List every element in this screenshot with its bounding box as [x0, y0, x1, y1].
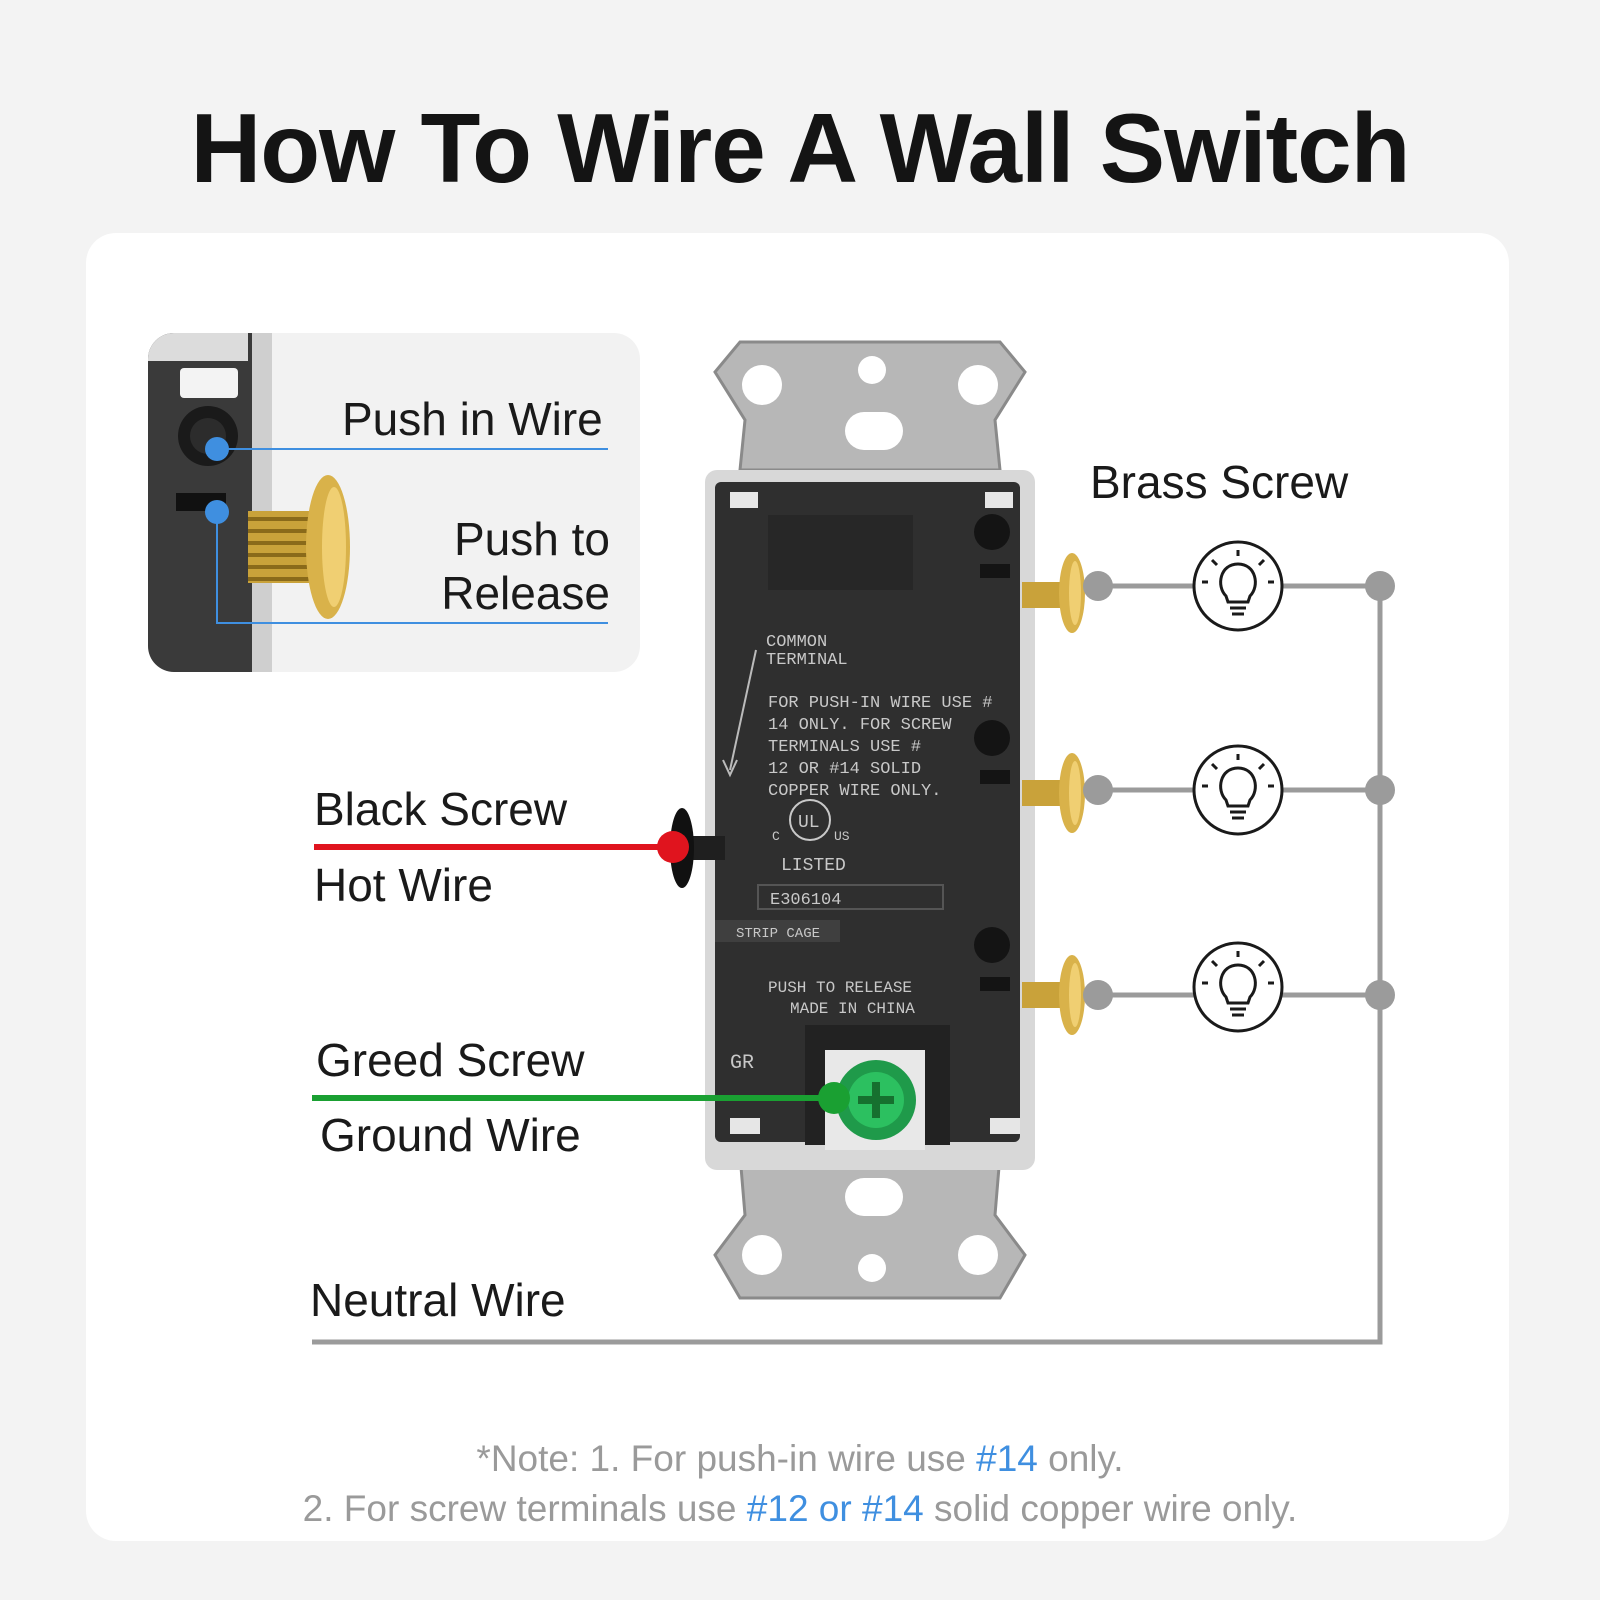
note-line-1-text: *Note: 1. For push-in wire use: [476, 1438, 977, 1479]
spec-text-1: FOR PUSH-IN WIRE USE #: [768, 694, 992, 713]
brass-screw-icon: [1022, 553, 1085, 633]
gr-text: GR: [730, 1052, 754, 1075]
mounting-strap-top: [713, 340, 1027, 472]
push-in-detail-inset: [148, 333, 640, 672]
push-release-text: PUSH TO RELEASE: [768, 979, 912, 997]
green-screw-label: Greed Screw: [316, 1034, 585, 1086]
push-to-release-label-line1: Push to: [454, 513, 610, 565]
common-terminal-text-2: TERMINAL: [766, 651, 848, 670]
ground-wire: [312, 1082, 850, 1114]
note-line-2: 2. For screw terminals use #12 or #14 so…: [0, 1488, 1600, 1530]
brass-screw-icon: [1022, 753, 1085, 833]
note-line-1-gauge: #14: [976, 1438, 1038, 1479]
wire-nodes: [1083, 571, 1395, 1010]
hot-wire-label: Hot Wire: [314, 859, 493, 911]
note-line-1: *Note: 1. For push-in wire use #14 only.: [0, 1438, 1600, 1480]
brass-screw-label: Brass Screw: [1090, 456, 1349, 508]
light-bulb-icon: [1192, 941, 1284, 1033]
ground-wire-label: Ground Wire: [320, 1109, 581, 1161]
light-bulb-icon: [1192, 744, 1284, 836]
ul-listed-icon: UL C US: [772, 799, 850, 844]
spec-text-4: 12 OR #14 SOLID: [768, 760, 921, 779]
push-to-release-label-line2: Release: [441, 567, 610, 619]
note-line-2-gauge: #12 or #14: [746, 1488, 924, 1529]
push-in-wire-label: Push in Wire: [342, 393, 603, 445]
brass-screw-icon: [248, 475, 350, 619]
brass-screw-icon: [1022, 955, 1085, 1035]
note-line-2-end: solid copper wire only.: [923, 1488, 1298, 1529]
made-in-text: MADE IN CHINA: [790, 1000, 915, 1018]
ul-c-text: C: [772, 829, 780, 844]
mounting-strap-bottom: [713, 1153, 1027, 1300]
spec-text-2: 14 ONLY. FOR SCREW: [768, 716, 952, 735]
push-in-detail-illustration: [148, 333, 350, 672]
note-line-1-end: only.: [1037, 1438, 1124, 1479]
page-title: How To Wire A Wall Switch: [190, 93, 1410, 203]
green-screw-icon: [836, 1060, 916, 1140]
file-number-text: E306104: [770, 891, 841, 910]
strip-cage-text: STRIP CAGE: [736, 926, 820, 942]
spec-text-5: COPPER WIRE ONLY.: [768, 782, 941, 801]
ul-us-text: US: [834, 829, 850, 844]
hot-wire: [314, 831, 689, 863]
light-bulb-icon: [1192, 540, 1284, 632]
spec-text-3: TERMINALS USE #: [768, 738, 921, 757]
push-in-callout: [205, 437, 608, 461]
common-terminal-text-1: COMMON: [766, 633, 827, 652]
ul-mark-text: UL: [798, 813, 820, 833]
neutral-wire-label: Neutral Wire: [310, 1274, 566, 1326]
black-screw-label: Black Screw: [314, 783, 568, 835]
push-release-callout: [205, 500, 608, 624]
switch-body: [705, 470, 1035, 1170]
listed-text: LISTED: [781, 856, 846, 876]
note-line-2-text: 2. For screw terminals use: [302, 1488, 747, 1529]
